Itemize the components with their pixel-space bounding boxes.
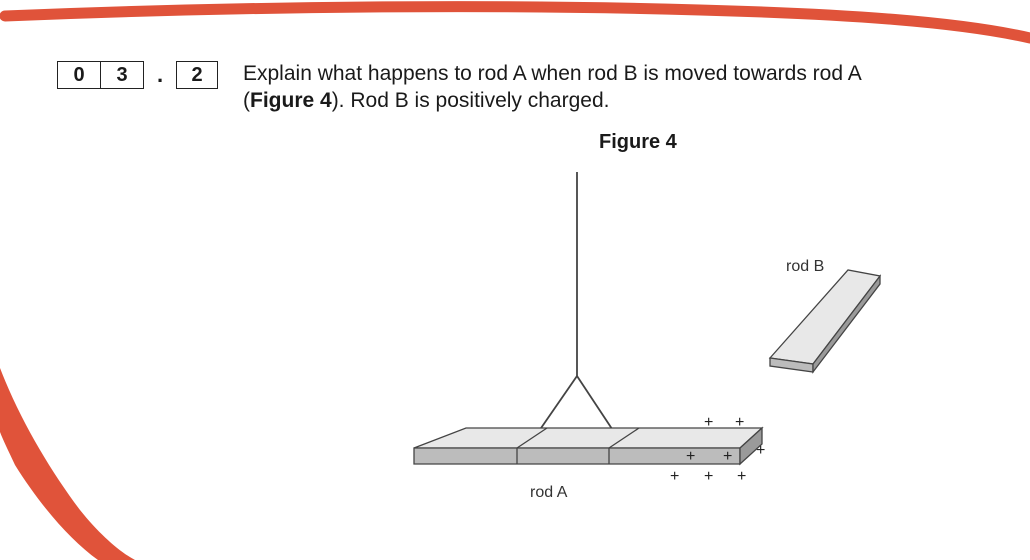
rod-b-label: rod B xyxy=(786,258,824,275)
charge-plus: + xyxy=(704,414,713,431)
rod-a-label: rod A xyxy=(530,484,568,501)
question-separator: . xyxy=(156,62,164,87)
question-digit-1: 0 xyxy=(73,63,85,86)
figure-reference: Figure 4 xyxy=(250,89,332,112)
charge-plus: + xyxy=(723,448,732,465)
question-paren-open: ( xyxy=(243,89,250,112)
rod-a xyxy=(413,426,764,466)
charge-plus: + xyxy=(686,448,695,465)
question-part: 2 xyxy=(176,61,218,89)
figure-title: Figure 4 xyxy=(599,131,677,153)
charge-plus: + xyxy=(704,468,713,485)
rod-a-charges: + + + + + + + + xyxy=(670,414,765,485)
question-number-boxes: 0 3 xyxy=(57,61,144,89)
question-number: 0 3 . 2 xyxy=(57,60,218,90)
rod-b xyxy=(768,269,882,374)
charge-plus: + xyxy=(735,414,744,431)
charge-plus: + xyxy=(670,468,679,485)
charge-plus: + xyxy=(737,468,746,485)
question-line-2: ). Rod B is positively charged. xyxy=(331,89,610,112)
question-text: Explain what happens to rod A when rod B… xyxy=(243,60,1003,114)
charge-plus: + xyxy=(756,442,765,459)
question-digit-2: 3 xyxy=(100,62,143,88)
question-line-1: Explain what happens to rod A when rod B… xyxy=(243,62,862,85)
